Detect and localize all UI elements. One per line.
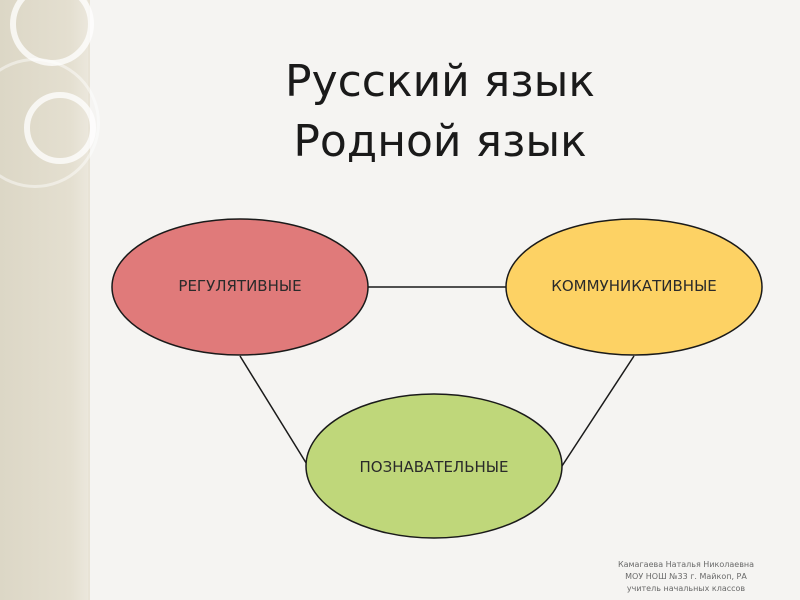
decorative-ring (24, 92, 96, 164)
node-label-regulative: РЕГУЛЯТИВНЫЕ (178, 277, 302, 295)
connector-communicative-cognitive (561, 355, 635, 467)
node-cognitive (305, 393, 563, 539)
title-line-1: Русский язык (285, 56, 595, 107)
node-regulative (111, 218, 369, 356)
node-label-communicative: КОММУНИКАТИВНЫЕ (551, 277, 717, 295)
node-label-cognitive: ПОЗНАВАТЕЛЬНЫЕ (359, 458, 509, 476)
credits-line-3: учитель начальных классов (626, 584, 746, 593)
node-communicative (505, 218, 763, 356)
slide-title: Русский язык Родной язык (240, 52, 640, 172)
credits-line-2: МОУ НОШ №33 г. Майкоп, РА (625, 572, 747, 581)
credits-line-1: Камагаева Наталья Николаевна (617, 560, 755, 569)
decorative-side-strip (0, 0, 100, 600)
title-line-2: Родной язык (293, 116, 587, 167)
connector-regulative-cognitive (239, 355, 309, 467)
author-credits: Камагаева Наталья Николаевна МОУ НОШ №33… (586, 559, 786, 595)
